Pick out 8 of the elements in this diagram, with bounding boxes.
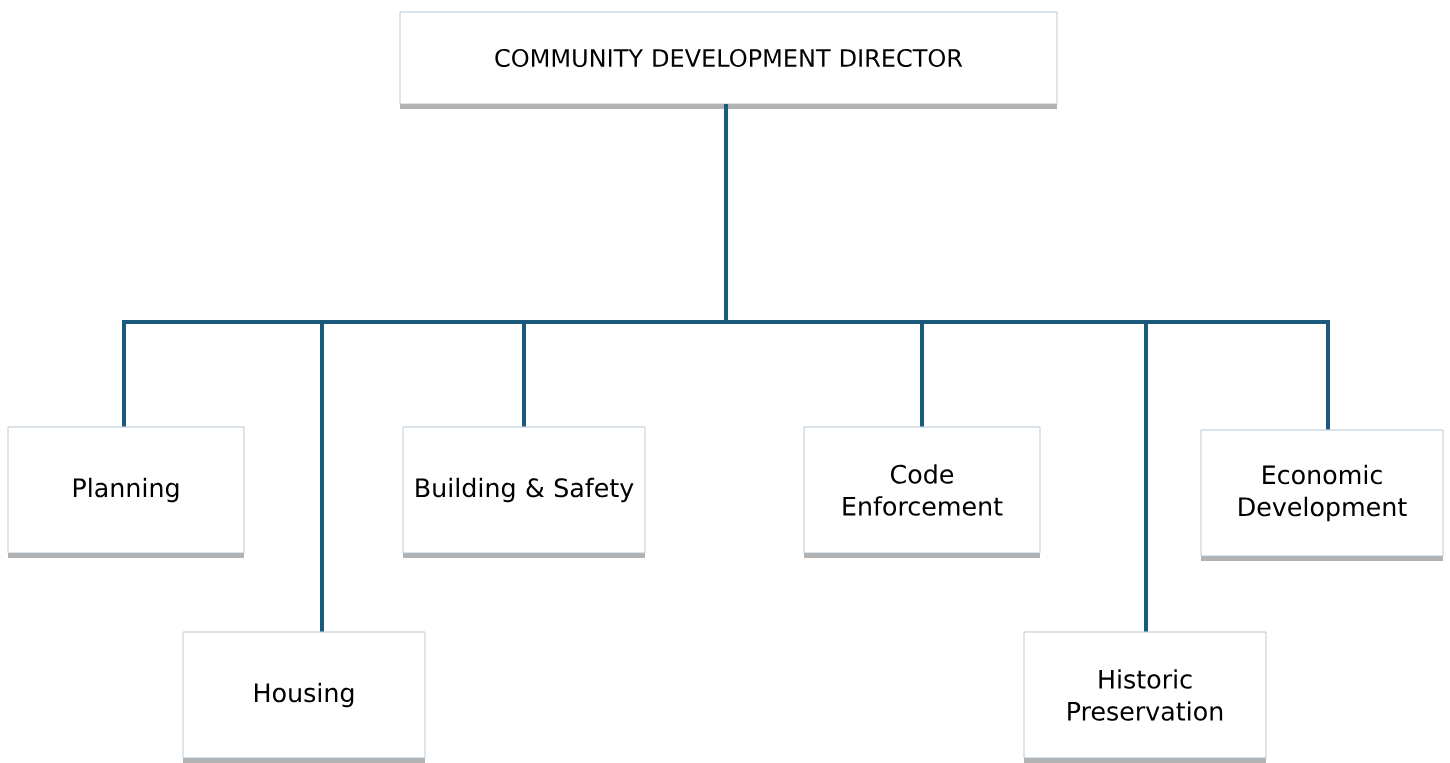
org-box: Housing xyxy=(182,631,426,763)
org-box: COMMUNITY DEVELOPMENT DIRECTOR xyxy=(399,11,1058,109)
org-box: Building & Safety xyxy=(402,426,646,558)
org-box: Historic Preservation xyxy=(1023,631,1267,763)
connector-line xyxy=(724,104,1148,632)
org-box: Economic Development xyxy=(1200,429,1444,561)
org-box: Planning xyxy=(7,426,245,558)
org-box: Code Enforcement xyxy=(803,426,1041,558)
